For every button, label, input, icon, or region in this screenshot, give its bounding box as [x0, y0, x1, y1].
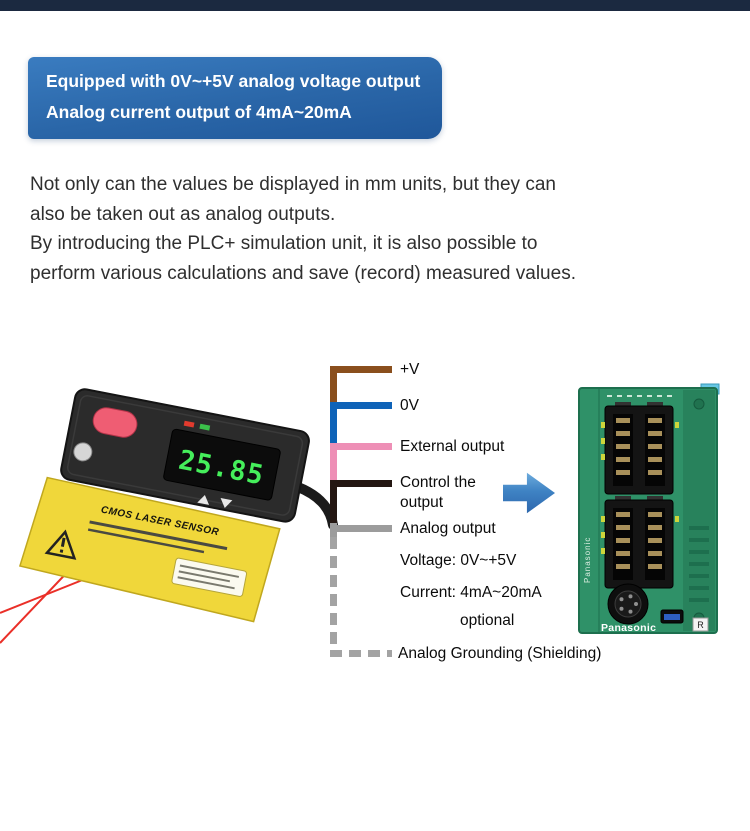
wire-label-analog-output: Analog output	[400, 520, 496, 537]
wire-label-plus-v: +V	[400, 361, 420, 378]
intro-line: also be taken out as analog outputs.	[30, 203, 336, 225]
wire-analog-output	[330, 525, 392, 532]
intro-line: Not only can the values be displayed in …	[30, 174, 556, 195]
wire-label-analog-grounding: Analog Grounding (Shielding)	[398, 645, 602, 662]
wire-0v	[330, 402, 392, 409]
sensor-cable	[293, 482, 338, 530]
plc-illustration: Panasonic	[578, 383, 720, 634]
wire-trunk-grounding	[330, 537, 337, 657]
intro-line: perform various calculations and save (r…	[30, 262, 576, 284]
wire-label-external-output: External output	[400, 438, 505, 455]
green-led-icon	[199, 423, 211, 431]
wire-trunk-plus-v	[330, 366, 337, 409]
plc-brand: Panasonic	[601, 622, 656, 634]
connector-block-top	[601, 402, 679, 495]
analog-optional-note: optional	[460, 612, 515, 629]
wire-trunk-0v	[330, 402, 337, 450]
r-logo: R	[692, 617, 709, 632]
sensor-red-button	[92, 407, 138, 438]
arrow-right-icon	[503, 472, 555, 514]
down-arrow-icon	[220, 497, 233, 508]
sensor-illustration: 25.85 CMOS LASER SENSOR	[0, 388, 338, 644]
usb-port-icon	[660, 609, 684, 624]
sensor-label: CMOS LASER SENSOR	[18, 476, 281, 623]
wire-label-0v: 0V	[400, 397, 419, 414]
wire-external-output	[330, 443, 392, 450]
red-led-icon	[183, 420, 195, 428]
wire-trunk-control	[330, 480, 337, 530]
intro-paragraph: Not only can the values be displayed in …	[30, 170, 576, 288]
top-bar	[0, 0, 750, 11]
wire-plus-v	[330, 366, 392, 373]
banner-line-1: Equipped with 0V~+5V analog voltage outp…	[46, 71, 421, 91]
sensor-lens-icon	[73, 442, 93, 462]
analog-voltage-note: Voltage: 0V~+5V	[400, 552, 517, 569]
intro-line: By introducing the PLC+ simulation unit,…	[30, 233, 538, 254]
svg-text:R: R	[697, 620, 704, 630]
connector-block-bottom	[601, 496, 679, 589]
sensor-body: 25.85 CMOS LASER SENSOR	[18, 388, 310, 623]
sensor-display: 25.85	[163, 428, 281, 501]
up-arrow-icon	[197, 494, 210, 505]
wire-label-control-output: Control the output	[400, 474, 476, 511]
banner: Equipped with 0V~+5V analog voltage outp…	[28, 57, 443, 139]
plc-side-text: Panasonic	[583, 537, 592, 583]
wire-analog-grounding	[330, 650, 392, 657]
banner-line-2: Analog current output of 4mA~20mA	[46, 102, 352, 122]
din-connector-icon	[607, 583, 649, 625]
analog-current-note: Current: 4mA~20mA	[400, 584, 542, 601]
wire-control-output	[330, 480, 392, 487]
wire-trunk-external	[330, 443, 337, 487]
warning-icon	[44, 529, 77, 560]
